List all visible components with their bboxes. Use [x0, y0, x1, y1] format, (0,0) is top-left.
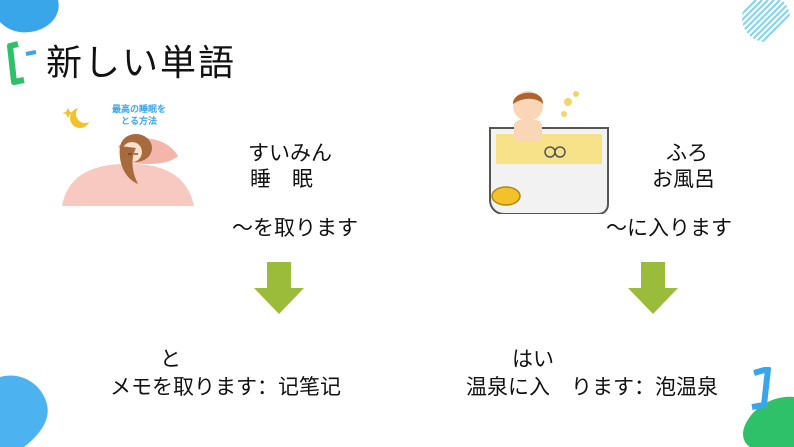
take-memo-line: メモを取ります：记笔记 — [110, 375, 341, 399]
image-caption-line-2: とる方法 — [121, 117, 158, 127]
bath-reading: ふろ — [666, 141, 708, 165]
sleep-kanji: 睡 眠 — [250, 167, 313, 191]
bath-illustration — [489, 91, 609, 214]
down-arrow-icon — [254, 262, 304, 314]
take-reading: と — [160, 347, 181, 371]
bath-kanji: お風呂 — [652, 167, 715, 191]
enter-reading: はい — [512, 347, 554, 371]
green-bracket-decoration — [7, 41, 37, 85]
striped-circle-decoration — [742, 0, 790, 42]
bath-phrase: 〜に入ります — [606, 216, 732, 240]
corner-blob-decoration-bottom-right — [743, 367, 794, 447]
down-arrow-icon — [628, 262, 678, 314]
sleeping-woman-illustration — [62, 105, 194, 206]
image-caption-line-1: 最高の睡眠を — [112, 105, 167, 115]
sleep-phrase: 〜を取ります — [232, 216, 358, 240]
enter-onsen-line: 温泉に入 ります：泡温泉 — [466, 375, 718, 399]
image-caption: 最高の睡眠を とる方法 — [112, 104, 166, 128]
page-title: 新しい単語 — [46, 43, 237, 84]
corner-blob-decoration-bottom-left — [0, 375, 48, 447]
corner-blob-decoration-top-left — [0, 0, 59, 33]
sleep-reading: すいみん — [248, 141, 332, 165]
